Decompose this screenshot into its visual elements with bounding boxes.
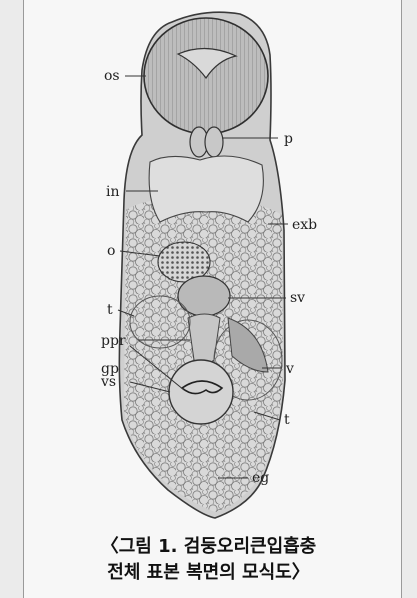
label-v: v	[285, 361, 294, 377]
label-sv: sv	[290, 290, 305, 306]
figure-caption: 〈그림 1. 검둥오리큰입흡충 전체 표본 복면의 모식도〉	[0, 534, 417, 586]
caption-line-1: 〈그림 1. 검둥오리큰입흡충	[0, 534, 417, 560]
label-o: o	[107, 243, 115, 259]
pharynx-right	[205, 127, 223, 157]
caption-line-2: 전체 표본 복면의 모식도〉	[0, 560, 417, 586]
label-exb: exb	[292, 217, 317, 233]
seminal-vesicle	[178, 276, 230, 316]
label-p: p	[284, 131, 293, 147]
label-os: os	[104, 68, 120, 84]
intestine	[149, 156, 263, 222]
label-t-right: t	[284, 412, 290, 428]
label-in: in	[106, 184, 120, 200]
label-vs: vs	[100, 374, 116, 390]
label-ppr: ppr	[101, 333, 126, 349]
label-t-left: t	[107, 302, 113, 318]
label-eg: eg	[252, 470, 269, 486]
